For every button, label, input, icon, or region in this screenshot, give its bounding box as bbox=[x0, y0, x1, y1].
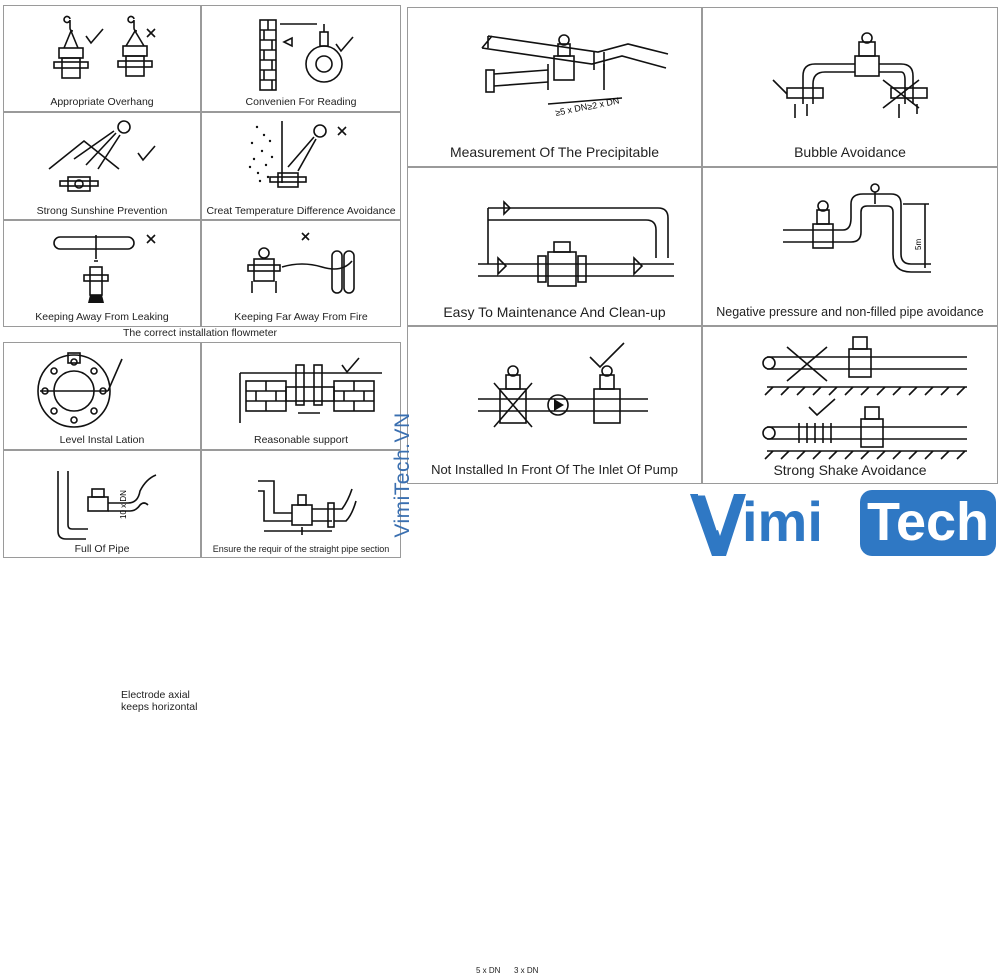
precipitable-illustration: ≥5 x DN ≥2 x DN bbox=[481, 34, 669, 118]
logo-text-tech: Tech bbox=[866, 492, 990, 552]
electrode-axial-note: Electrode axial keeps horizontal bbox=[121, 689, 198, 713]
panel-level-installation: Electrode axial keeps horizontal Level I… bbox=[3, 342, 201, 713]
dimension-5dn: ≥5 x DN bbox=[554, 101, 588, 118]
caption-pump-inlet: Not Installed In Front Of The Inlet Of P… bbox=[431, 462, 678, 477]
maintenance-illustration bbox=[478, 200, 674, 287]
caption-away-from-fire: Keeping Far Away From Fire bbox=[234, 311, 368, 323]
panel-away-from-leaking: Keeping Away From Leaking bbox=[3, 220, 201, 327]
caption-level-installation: Level Instal Lation bbox=[59, 434, 145, 446]
support-illustration bbox=[239, 357, 382, 423]
dimension-10dn: 10 x DN bbox=[119, 490, 128, 519]
sunshine-illustration bbox=[48, 120, 156, 192]
sun-icon bbox=[313, 124, 327, 138]
caption-negative-pressure: Negative pressure and non-filled pipe av… bbox=[716, 305, 984, 319]
logo-tech-box bbox=[860, 490, 996, 556]
panel-sunshine-prevention: Strong Sunshine Prevention bbox=[3, 112, 201, 220]
caption-bubble-avoidance: Bubble Avoidance bbox=[794, 144, 906, 160]
bubble-illustration bbox=[772, 32, 928, 118]
panel-convenient-reading: Convenien For Reading bbox=[201, 5, 401, 112]
panel-full-of-pipe: 10 x DN Full Of Pipe bbox=[3, 450, 201, 558]
watermark: VimiTech.VN bbox=[383, 395, 423, 555]
level-installation-illustration bbox=[37, 352, 123, 428]
dimension-5m: 5m bbox=[914, 239, 923, 250]
caption-maintenance: Easy To Maintenance And Clean-up bbox=[443, 304, 666, 320]
overhang-illustration bbox=[53, 15, 156, 79]
panel-reasonable-support: Reasonable support bbox=[201, 342, 401, 450]
caption-full-of-pipe: Full Of Pipe bbox=[74, 543, 130, 555]
v-logo-icon bbox=[690, 492, 746, 556]
logo-text-imi: imi bbox=[742, 490, 823, 553]
panel-straight-pipe: 5 x DN 3 x DN Ensure the requir of the s… bbox=[201, 450, 538, 975]
caption-temperature-difference: Creat Temperature Difference Avoidance bbox=[206, 205, 396, 217]
panel-temperature-difference: Creat Temperature Difference Avoidance bbox=[201, 112, 401, 220]
caption-reasonable-support: Reasonable support bbox=[254, 434, 348, 446]
full-pipe-illustration: 10 x DN bbox=[57, 471, 157, 540]
fire-illustration bbox=[247, 232, 355, 294]
dimension-2dn: ≥2 x DN bbox=[586, 95, 620, 112]
panel-bubble-avoidance: Bubble Avoidance bbox=[702, 7, 998, 167]
pump-illustration bbox=[478, 342, 648, 428]
pump-icon bbox=[547, 394, 569, 416]
panel-away-from-fire: Keeping Far Away From Fire bbox=[201, 220, 401, 327]
dimension-5dn: 5 x DN bbox=[476, 966, 501, 975]
caption-sunshine-prevention: Strong Sunshine Prevention bbox=[36, 205, 168, 217]
installation-band-title: The correct installation flowmeter bbox=[122, 327, 278, 339]
vimitech-logo: imi Tech bbox=[688, 488, 1000, 560]
panel-pump-inlet: Not Installed In Front Of The Inlet Of P… bbox=[407, 326, 702, 484]
sun-icon bbox=[117, 120, 131, 134]
shake-illustration bbox=[762, 336, 967, 460]
negative-pressure-illustration: 5m bbox=[783, 183, 931, 273]
watermark-text: VimiTech.VN bbox=[391, 412, 414, 538]
reading-illustration bbox=[259, 19, 354, 91]
panel-appropriate-overhang: Appropriate Overhang bbox=[3, 5, 201, 112]
straight-pipe-illustration bbox=[258, 480, 357, 535]
caption-straight-pipe: Ensure the requir of the straight pipe s… bbox=[212, 544, 390, 554]
leaking-illustration bbox=[53, 234, 156, 303]
caption-precipitable: Measurement Of The Precipitable bbox=[449, 144, 660, 160]
caption-away-from-leaking: Keeping Away From Leaking bbox=[35, 311, 169, 323]
panel-shake-avoidance: Strong Shake Avoidance bbox=[702, 326, 998, 484]
caption-convenient-reading: Convenien For Reading bbox=[245, 96, 357, 108]
caption-appropriate-overhang: Appropriate Overhang bbox=[50, 96, 154, 108]
temperature-illustration bbox=[248, 121, 347, 188]
caption-shake-avoidance: Strong Shake Avoidance bbox=[773, 462, 927, 478]
panel-negative-pressure: 5m Negative pressure and non-filled pipe… bbox=[702, 167, 998, 326]
panel-precipitable: ≥5 x DN ≥2 x DN Measurement Of The Preci… bbox=[407, 7, 702, 167]
dimension-3dn: 3 x DN bbox=[514, 966, 539, 975]
panel-maintenance: Easy To Maintenance And Clean-up bbox=[407, 167, 702, 326]
